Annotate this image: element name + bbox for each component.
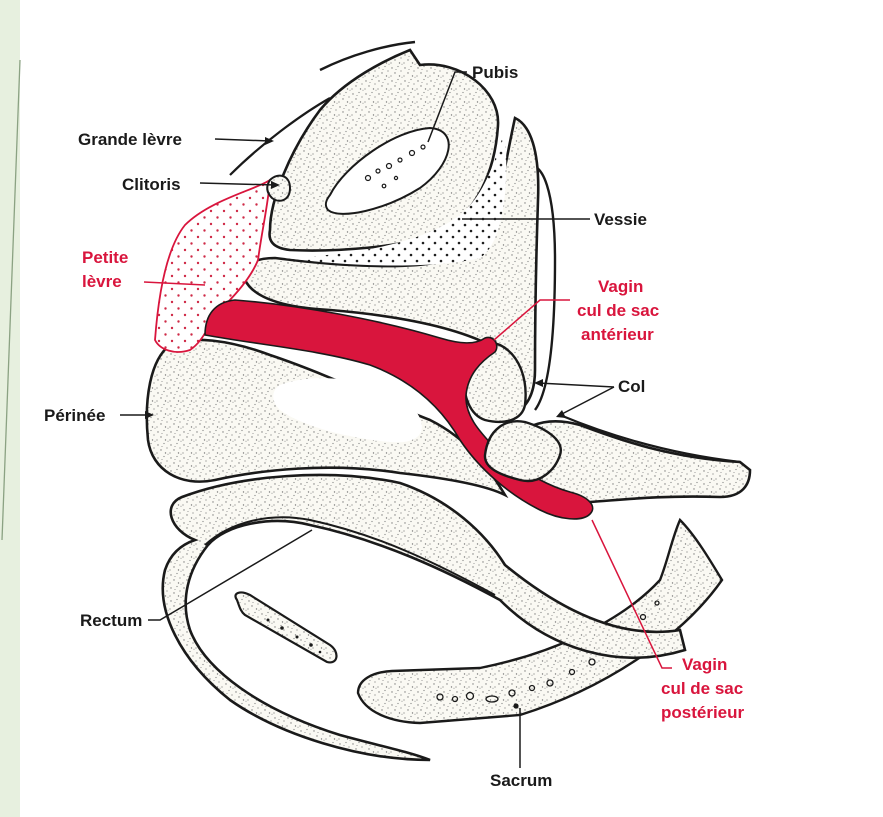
sacrum-dot xyxy=(513,703,518,708)
clitoris-knob xyxy=(267,176,290,201)
leader-col-upper xyxy=(538,383,614,387)
label-vagin-posterieur-1: Vagin xyxy=(682,655,727,674)
label-vagin-anterieur-3: antérieur xyxy=(581,325,654,344)
label-vagin-anterieur-2: cul de sac xyxy=(577,301,659,320)
label-vagin-anterieur-1: Vagin xyxy=(598,277,643,296)
label-vessie: Vessie xyxy=(594,210,647,229)
label-petite-levre-1: Petite xyxy=(82,248,128,267)
label-perinee: Périnée xyxy=(44,406,105,425)
leader-grande-levre xyxy=(215,139,270,141)
label-vagin-posterieur-3: postérieur xyxy=(661,703,745,722)
label-sacrum: Sacrum xyxy=(490,771,552,790)
label-clitoris: Clitoris xyxy=(122,175,181,194)
label-rectum: Rectum xyxy=(80,611,142,630)
left-edge-strip xyxy=(0,0,20,817)
arrow-col-lower xyxy=(556,410,566,418)
coccyx-fragment xyxy=(235,593,336,663)
label-pubis: Pubis xyxy=(472,63,518,82)
label-col: Col xyxy=(618,377,645,396)
label-vagin-posterieur-2: cul de sac xyxy=(661,679,743,698)
label-grande-levre: Grande lèvre xyxy=(78,130,182,149)
leader-col-lower xyxy=(560,387,614,415)
label-petite-levre-2: lèvre xyxy=(82,272,122,291)
